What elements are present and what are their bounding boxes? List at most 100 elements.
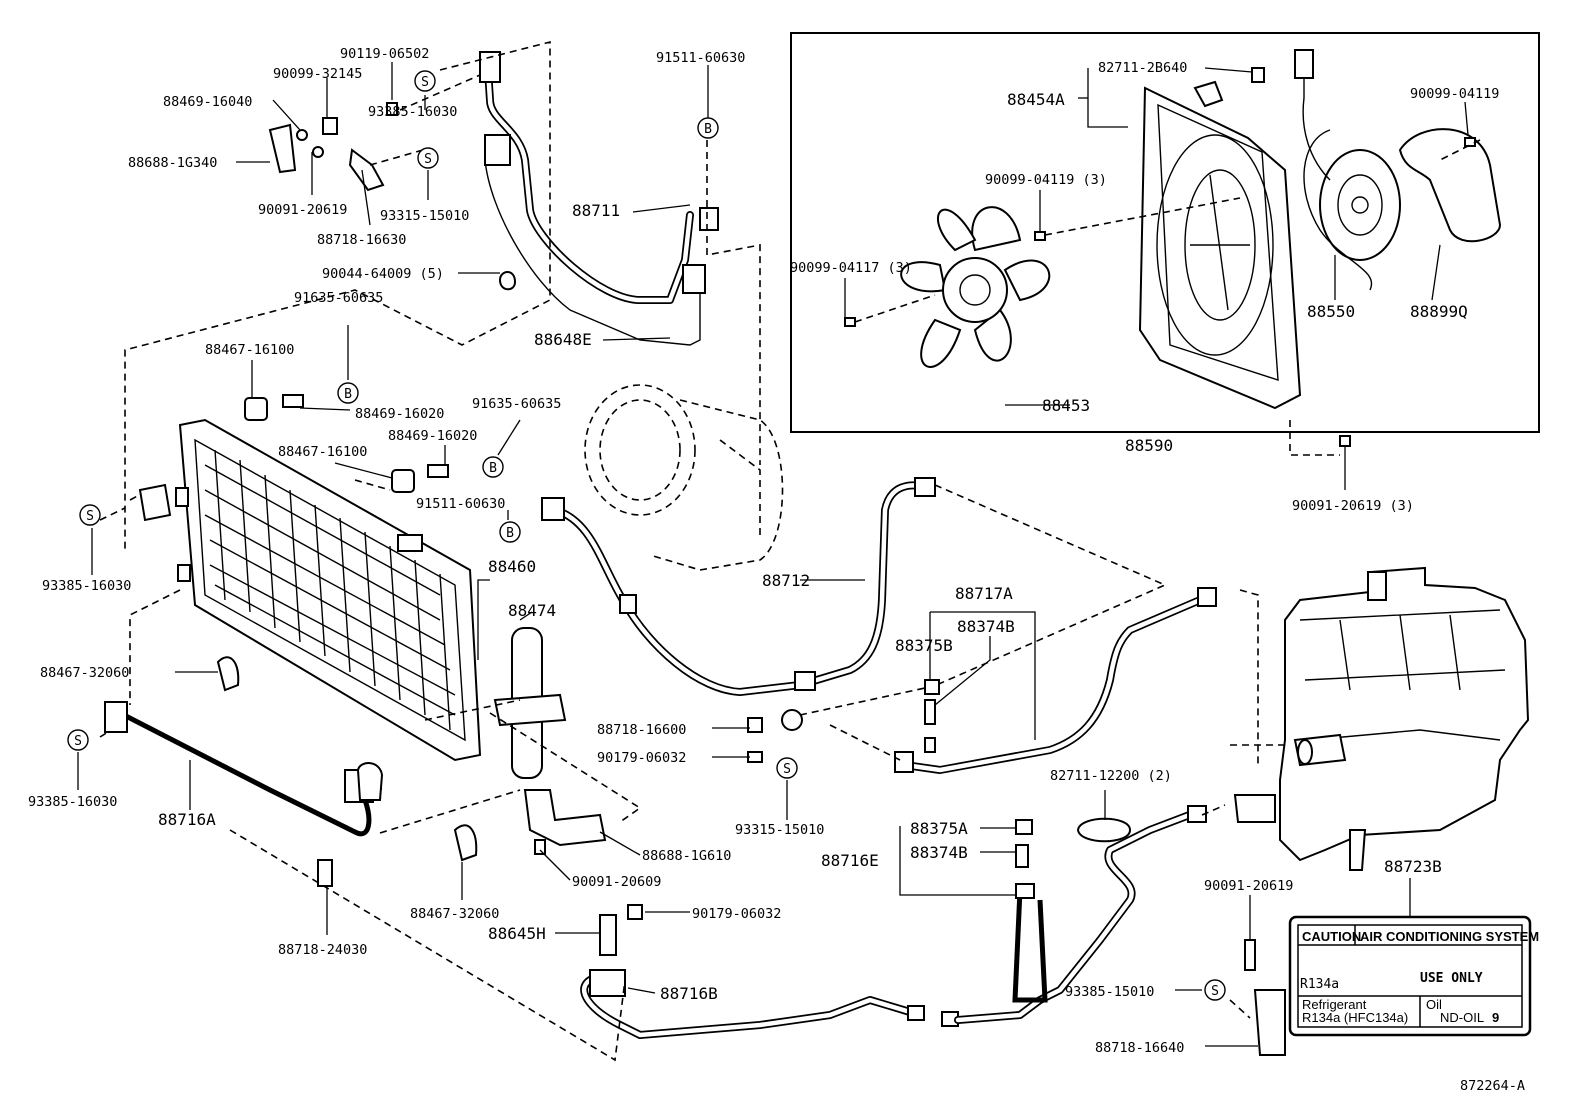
label-88718-24030: 88718-24030 [278, 942, 367, 958]
label-88590: 88590 [1125, 436, 1173, 455]
label-90119-06502: 90119-06502 [340, 46, 429, 62]
label-88712: 88712 [762, 571, 810, 590]
label-90091-20609: 90091-20609 [572, 874, 661, 890]
label-93315-15010-b: 93315-15010 [735, 822, 824, 838]
label-88718-16630: 88718-16630 [317, 232, 406, 248]
label-90044-64009: 90044-64009 (5) [322, 266, 444, 282]
label-88469-16020-a: 88469-16020 [355, 406, 444, 422]
fan-shroud-part [1138, 80, 1302, 410]
label-88550: 88550 [1307, 302, 1355, 321]
label-91635-60635-b: 91635-60635 [472, 396, 561, 412]
label-88375A: 88375A [910, 819, 968, 838]
decal-refrigerant-big: R134a [1300, 977, 1339, 992]
fan-blade-part [900, 206, 1051, 368]
decal-system-text: AIR CONDITIONING SYSTEM [1360, 929, 1539, 944]
svg-text:B: B [506, 526, 514, 541]
label-90099-32145: 90099-32145 [273, 66, 362, 82]
label-90099-04119-a: 90099-04119 [1410, 86, 1499, 102]
fan-screws [844, 137, 1476, 447]
top-left-brackets [268, 102, 517, 291]
svg-text:S: S [421, 75, 429, 90]
decal-oil-label: Oil [1426, 997, 1442, 1012]
marker-s-1: S [414, 70, 436, 92]
label-88688-1G610: 88688-1G610 [642, 848, 731, 864]
part-labels: 90119-06502 90099-32145 88469-16040 8868… [28, 46, 1525, 1094]
label-88467-32060-a: 88467-32060 [40, 665, 129, 681]
label-88645H: 88645H [488, 924, 546, 943]
label-90099-04119-b: 90099-04119 (3) [985, 172, 1107, 188]
compressor-outline [584, 384, 784, 571]
label-93385-15010: 93385-15010 [1065, 984, 1154, 1000]
marker-s-4: S [67, 729, 89, 751]
decal-caution-text: CAUTION [1302, 929, 1361, 944]
label-88375B: 88375B [895, 636, 953, 655]
condenser-part [175, 418, 482, 762]
svg-text:S: S [424, 152, 432, 167]
leader-lines [77, 62, 1469, 1047]
label-91511-60630-b: 91511-60630 [416, 496, 505, 512]
label-88454A: 88454A [1007, 90, 1065, 109]
motor-cover-part [1398, 128, 1502, 243]
label-88469-16020-b: 88469-16020 [388, 428, 477, 444]
marker-s-3: S [79, 504, 101, 526]
tube-88717a-part [901, 592, 1216, 774]
label-91511-60630-a: 91511-60630 [656, 50, 745, 66]
label-88467-16100-b: 88467-16100 [278, 444, 367, 460]
decal-refrigerant-code: R134a (HFC134a) [1302, 1010, 1408, 1025]
label-88899Q: 88899Q [1410, 302, 1468, 321]
marker-b-2: B [337, 382, 359, 404]
svg-text:B: B [344, 387, 352, 402]
label-88453: 88453 [1042, 396, 1090, 415]
decal-refrigerant-label: Refrigerant [1302, 997, 1367, 1012]
fan-motor-part [1303, 129, 1401, 291]
label-90091-20619-a: 90091-20619 [258, 202, 347, 218]
receiver-88474-part [493, 627, 607, 847]
label-88716E: 88716E [821, 851, 879, 870]
label-88717A: 88717A [955, 584, 1013, 603]
svg-text:S: S [783, 762, 791, 777]
decal-use-only: USE ONLY [1420, 971, 1483, 986]
marker-s-5: S [776, 757, 798, 779]
decal-oil-number: 9 [1492, 1010, 1499, 1025]
svg-text:S: S [86, 509, 94, 524]
svg-text:S: S [1211, 984, 1219, 999]
label-88718-16600: 88718-16600 [597, 722, 686, 738]
evaporator-unit-part [1233, 566, 1530, 871]
marker-b-1: B [697, 117, 719, 139]
diagram-id: 872264-A [1460, 1078, 1525, 1094]
fan-connector-part [1251, 49, 1331, 181]
label-88474: 88474 [508, 601, 556, 620]
label-88711: 88711 [572, 201, 620, 220]
label-93385-16030-b: 93385-16030 [42, 578, 131, 594]
label-88718-16640: 88718-16640 [1095, 1040, 1184, 1056]
label-88460: 88460 [488, 557, 536, 576]
label-90179-06032-a: 90179-06032 [597, 750, 686, 766]
label-90091-20619-b: 90091-20619 [1204, 878, 1293, 894]
label-88467-32060-b: 88467-32060 [410, 906, 499, 922]
marker-s-2: S [417, 147, 439, 169]
label-88716A: 88716A [158, 810, 216, 829]
label-88723B: 88723B [1384, 857, 1442, 876]
tube-88712-part [551, 481, 929, 696]
label-88467-16100-a: 88467-16100 [205, 342, 294, 358]
label-82711-2B640: 82711-2B640 [1098, 60, 1187, 76]
label-90179-06032-b: 90179-06032 [692, 906, 781, 922]
label-88374B-a: 88374B [957, 617, 1015, 636]
label-91635-60635-a: 91635-60635 [294, 290, 383, 306]
svg-text:B: B [704, 122, 712, 137]
label-93385-16030-a: 93385-16030 [368, 104, 457, 120]
label-82711-12200: 82711-12200 (2) [1050, 768, 1172, 784]
label-93385-16030-c: 93385-16030 [28, 794, 117, 810]
refrigerant-caution-decal: CAUTION AIR CONDITIONING SYSTEM R134a US… [1288, 915, 1539, 1037]
label-88716B: 88716B [660, 984, 718, 1003]
hose-88648e-part [484, 66, 694, 304]
small-hardware [138, 394, 1286, 1056]
label-88374B-b: 88374B [910, 843, 968, 862]
marker-b-3: B [482, 456, 504, 478]
svg-text:B: B [489, 461, 497, 476]
marker-b-4: B [499, 521, 521, 543]
label-90099-04117: 90099-04117 (3) [790, 260, 912, 276]
svg-text:S: S [74, 734, 82, 749]
label-88688-1G340: 88688-1G340 [128, 155, 217, 171]
